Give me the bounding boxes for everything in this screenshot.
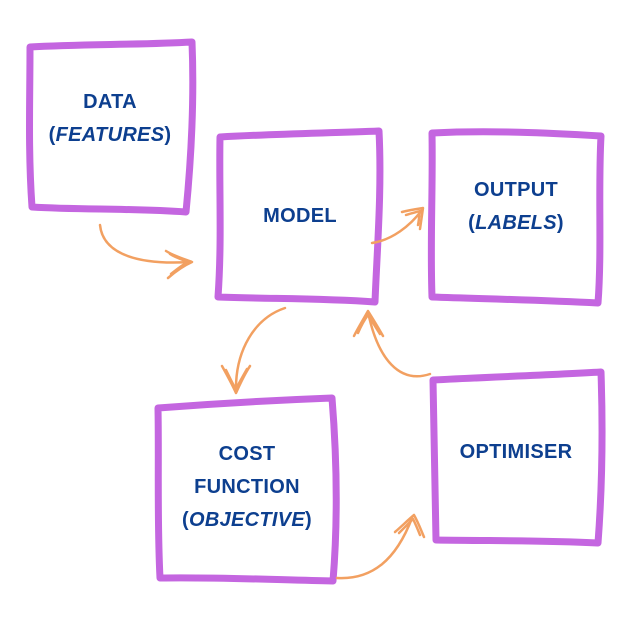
arrow-model-to-cost: [220, 306, 287, 395]
arrow-model-to-output: [370, 206, 425, 245]
arrow-optimiser-to-model: [352, 309, 432, 378]
optimiser-box: [429, 368, 606, 547]
cost-function-box: [154, 394, 340, 585]
model-box: [214, 127, 384, 306]
arrow-cost-to-optimiser: [335, 513, 426, 580]
data-box: [26, 38, 197, 216]
output-box: [427, 128, 605, 307]
arrow-data-to-model: [98, 223, 194, 280]
